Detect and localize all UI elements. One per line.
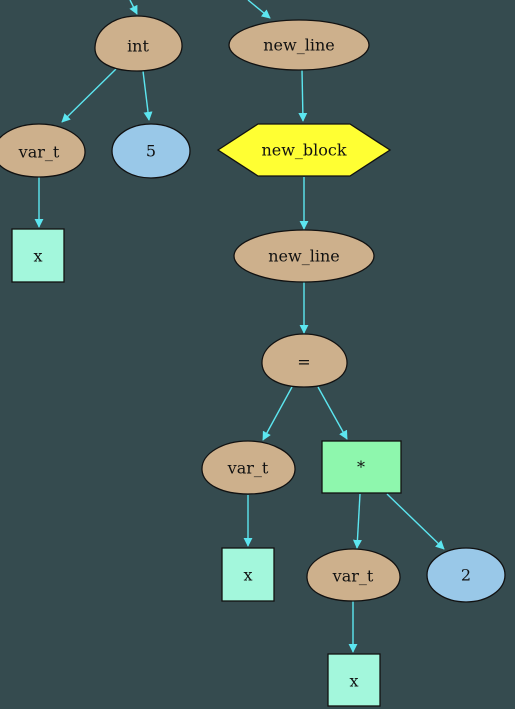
node-label: * — [357, 458, 365, 477]
edge-incoming-int — [129, 0, 138, 15]
edges — [34, 0, 445, 653]
edge-new-line-new-block — [298, 69, 308, 122]
edge-mul-two — [386, 493, 445, 550]
box-shape — [321, 440, 402, 494]
node-new-block: new_block — [216, 123, 392, 177]
box-shape — [221, 547, 275, 602]
ellipse-shape — [426, 547, 506, 603]
ellipse-shape — [233, 229, 375, 283]
node-label: 2 — [461, 566, 471, 585]
node-new-line-top: new_line — [228, 19, 370, 71]
node-new-line-mid: new_line — [233, 229, 375, 283]
egg-shape — [306, 548, 401, 602]
node-five: 5 — [111, 123, 191, 179]
edge-int-five — [142, 70, 153, 121]
node-label: new_line — [268, 247, 339, 266]
node-x-left: x — [11, 228, 65, 283]
egg-shape — [261, 333, 348, 388]
node-label: x — [349, 672, 358, 691]
hexagon-shape — [216, 123, 392, 177]
edge-assign-var-t — [262, 386, 293, 441]
node-var-t-a: var_t — [201, 440, 296, 495]
node-label: var_t — [332, 567, 374, 586]
node-two: 2 — [426, 547, 506, 603]
box-shape — [11, 228, 65, 283]
node-label: new_line — [263, 36, 334, 55]
edge-int-var-t — [61, 68, 117, 123]
ellipse-shape — [111, 123, 191, 179]
node-label: new_block — [261, 141, 346, 160]
node-int: int — [94, 15, 183, 72]
box-shape — [327, 653, 381, 707]
node-label: x — [243, 566, 252, 585]
edge-mul-var-t — [352, 493, 362, 549]
node-var-t-left: var_t — [0, 123, 86, 178]
node-label: var_t — [18, 143, 60, 162]
egg-shape — [94, 15, 183, 72]
edge-incoming-new-line — [247, 0, 271, 19]
node-mul: * — [321, 440, 402, 494]
egg-shape — [201, 440, 296, 495]
node-label: = — [297, 353, 310, 372]
ellipse-shape — [228, 19, 370, 71]
node-x-a: x — [221, 547, 275, 602]
node-label: x — [33, 247, 42, 266]
egg-shape — [0, 123, 86, 178]
node-label: int — [127, 37, 149, 56]
node-label: 5 — [146, 142, 156, 161]
node-var-t-b: var_t — [306, 548, 401, 602]
node-label: var_t — [227, 459, 269, 478]
node-assign: = — [261, 333, 348, 388]
node-x-b: x — [327, 653, 381, 707]
edge-assign-mul — [317, 386, 348, 440]
